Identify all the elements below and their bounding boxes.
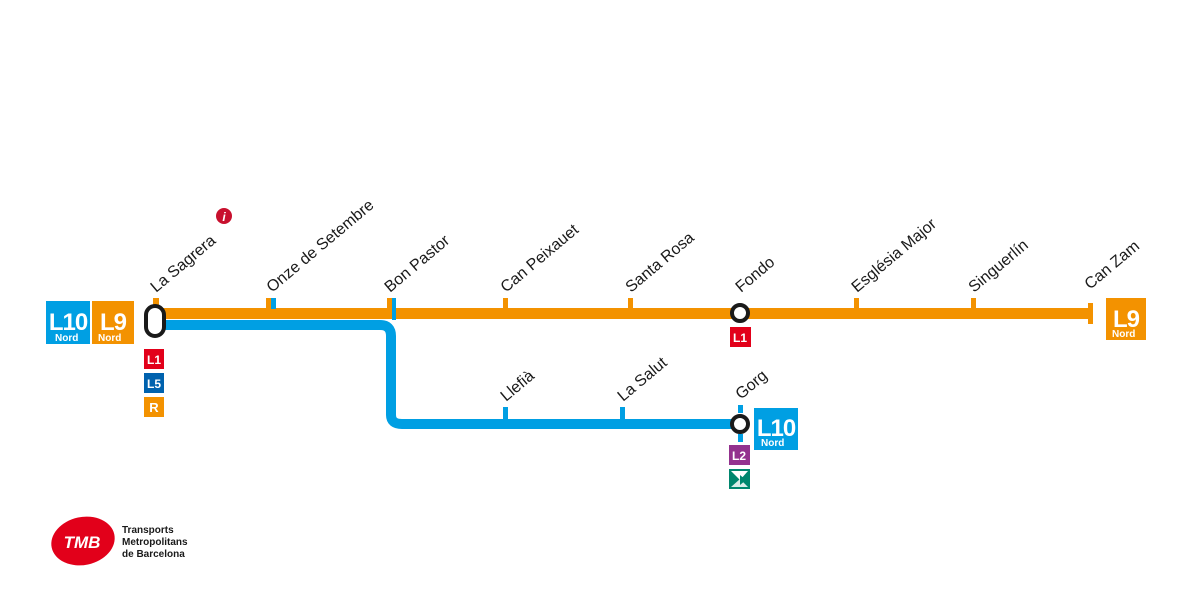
svg-text:TMB: TMB	[64, 533, 101, 552]
terminus-bar-can-zam	[1088, 303, 1093, 324]
svg-text:Nord: Nord	[1112, 329, 1135, 340]
interchange-fondo[interactable]	[730, 303, 750, 323]
station-labels: La Sagrera Onze de Setembre Bon Pastor C…	[148, 197, 1143, 405]
station-label-singuerlin[interactable]: Singuerlín	[966, 237, 1032, 296]
tmb-logo-mark-icon	[51, 516, 115, 566]
station-label-santa-rosa[interactable]: Santa Rosa	[623, 229, 698, 296]
station-label-bon-pastor[interactable]: Bon Pastor	[382, 232, 454, 296]
station-label-can-zam[interactable]: Can Zam	[1082, 238, 1143, 293]
svg-text:i: i	[222, 210, 226, 224]
svg-text:Nord: Nord	[55, 333, 78, 344]
svg-text:Nord: Nord	[761, 438, 784, 449]
connection-badge-l1-fondo[interactable]: L1	[730, 327, 751, 347]
line-badge-l10-end[interactable]: L10 Nord	[754, 408, 798, 450]
station-label-fondo[interactable]: Fondo	[733, 254, 779, 296]
line-badge-l10-start[interactable]: L10 Nord	[46, 301, 90, 344]
l9-station-ticks	[153, 298, 976, 320]
line-l9-route	[160, 303, 1093, 324]
svg-text:L1: L1	[147, 353, 161, 367]
svg-text:L5: L5	[147, 377, 161, 391]
connection-badge-l1-la-sagrera[interactable]: L1	[144, 349, 164, 369]
interchange-la-sagrera[interactable]	[144, 304, 166, 338]
svg-text:Metropolitans: Metropolitans	[122, 537, 188, 548]
svg-text:L2: L2	[732, 449, 746, 463]
line-badge-l9-start[interactable]: L9 Nord	[92, 301, 134, 344]
station-label-esglesia-major[interactable]: Església Major	[849, 215, 941, 296]
svg-text:Transports: Transports	[122, 525, 174, 536]
station-label-llefia[interactable]: Llefià	[498, 367, 538, 405]
tmb-logo: TMB Transports Metropolitans de Barcelon…	[51, 516, 188, 566]
connection-badge-l2-gorg[interactable]: L2	[729, 445, 750, 465]
line-badge-l9-end[interactable]: L9 Nord	[1106, 298, 1146, 340]
station-label-can-peixauet[interactable]: Can Peixauet	[498, 221, 583, 296]
station-label-onze-de-setembre[interactable]: Onze de Setembre	[264, 197, 378, 296]
info-icon[interactable]: i	[216, 208, 232, 224]
svg-text:L10: L10	[49, 309, 88, 336]
station-label-la-sagrera[interactable]: La Sagrera	[148, 232, 220, 296]
svg-text:R: R	[149, 400, 159, 415]
connection-badge-l5-la-sagrera[interactable]: L5	[144, 373, 164, 393]
l10-station-ticks	[503, 405, 743, 442]
tram-icon[interactable]	[729, 469, 750, 489]
connection-badge-rodalies-la-sagrera[interactable]: R	[144, 397, 164, 417]
station-label-gorg[interactable]: Gorg	[733, 367, 771, 403]
svg-text:L1: L1	[733, 331, 747, 345]
line-l10-route	[160, 320, 738, 429]
svg-text:L9: L9	[1113, 306, 1140, 333]
svg-text:L9: L9	[100, 309, 127, 336]
svg-text:de Barcelona: de Barcelona	[122, 549, 185, 560]
station-label-la-salut[interactable]: La Salut	[615, 354, 671, 405]
svg-text:L10: L10	[757, 415, 796, 442]
interchange-gorg[interactable]	[730, 414, 750, 434]
svg-text:Nord: Nord	[98, 333, 121, 344]
